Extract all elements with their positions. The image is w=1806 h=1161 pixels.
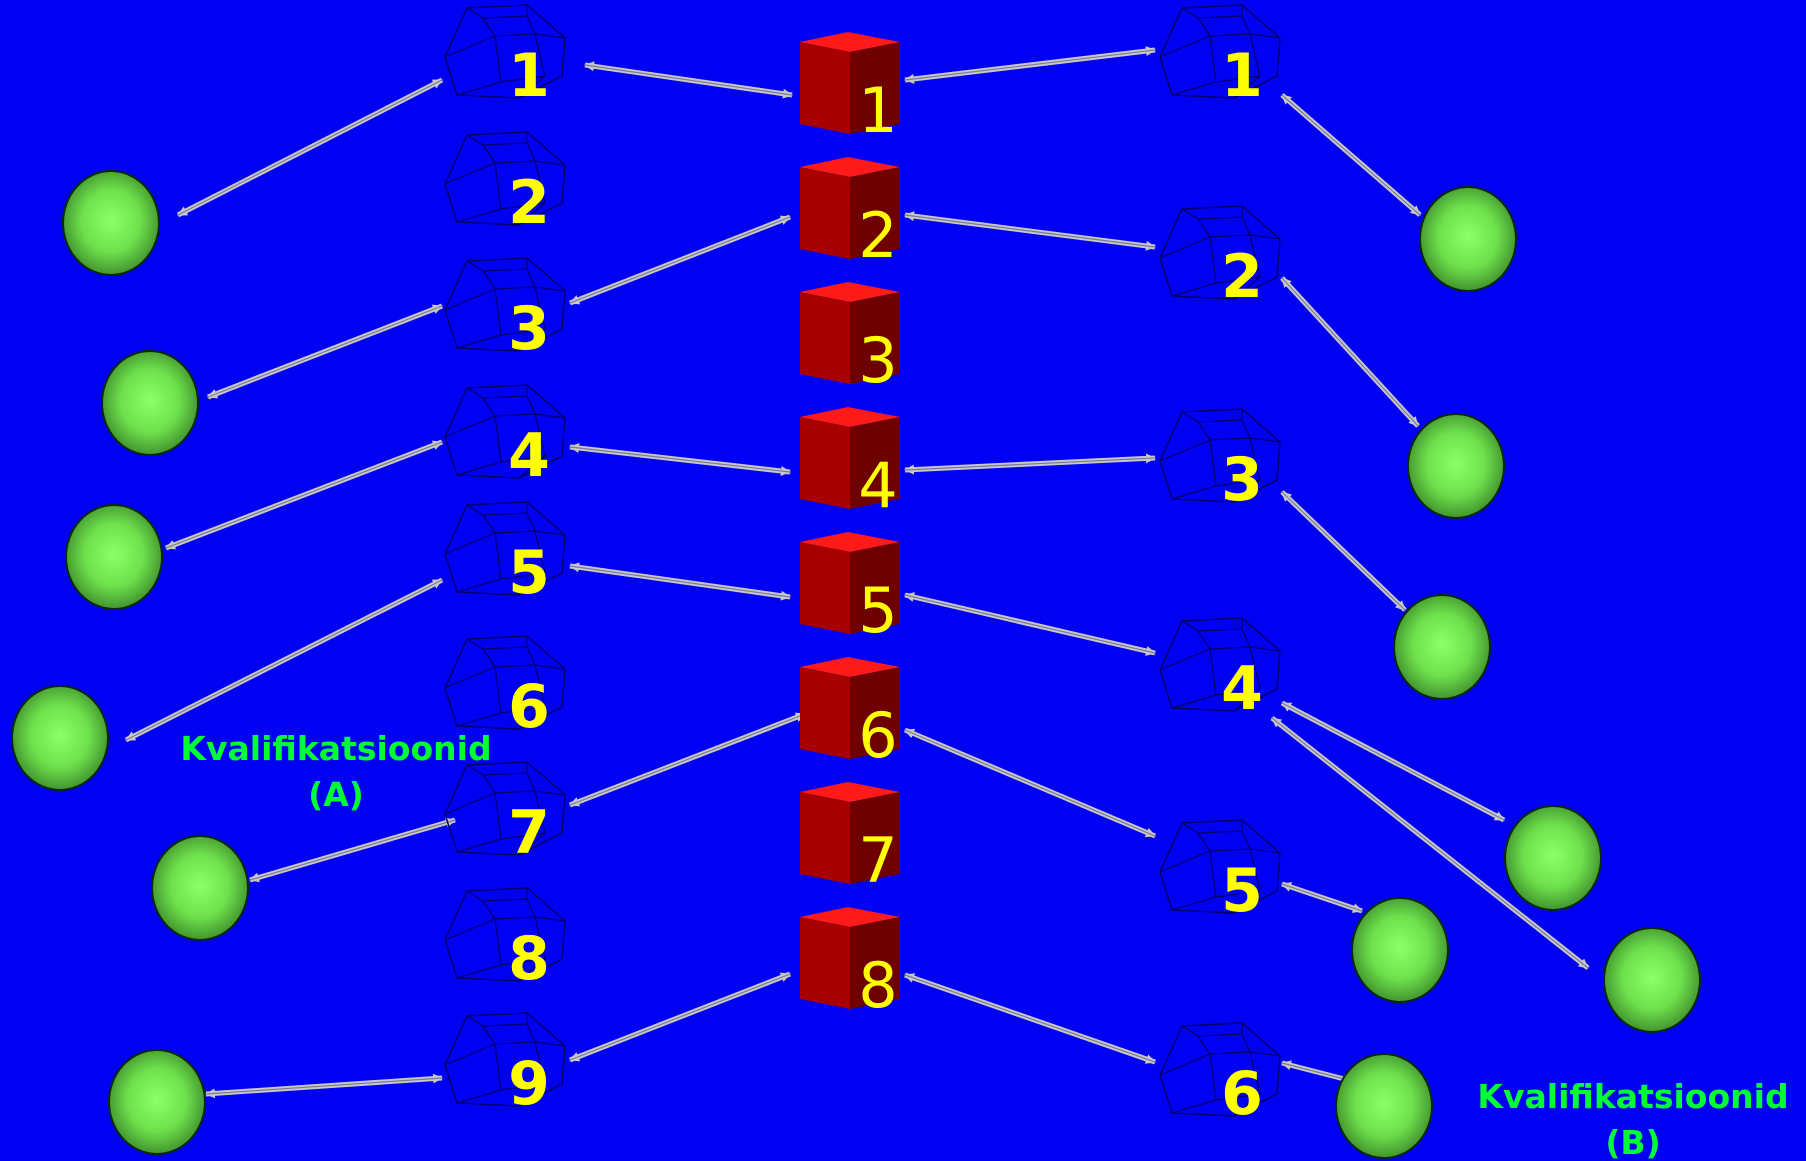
group-b-node-6: 6: [1159, 1022, 1281, 1129]
group-b-node-label: 4: [1221, 654, 1263, 724]
connector-arrow-17: [904, 727, 1156, 839]
connector-arrow-12: [569, 971, 791, 1063]
connector-arrow-24: [1281, 881, 1363, 914]
connector-arrow-7: [584, 61, 793, 99]
group-a-node-6: 6: [444, 635, 566, 742]
group-a-node-label: 9: [508, 1049, 550, 1119]
sphere-8: [1407, 413, 1505, 519]
center-node-5: 5: [800, 532, 900, 647]
sphere-12: [1603, 927, 1701, 1033]
group-b-node-4: 4: [1159, 617, 1281, 724]
center-node-2: 2: [800, 157, 900, 272]
group-a-node-label: 2: [508, 168, 550, 238]
connector-arrow-25: [1281, 1060, 1353, 1084]
group-a-node-1: 1: [444, 4, 566, 111]
group-b-label-line1: Kvalifikatsioonid: [1477, 1077, 1788, 1116]
center-node-label: 3: [858, 324, 897, 397]
group-a-node-5: 5: [444, 501, 566, 608]
group-b-node-label: 2: [1221, 242, 1263, 312]
center-node-8: 8: [800, 907, 900, 1022]
connector-arrow-2: [207, 303, 443, 400]
center-node-label: 5: [858, 574, 897, 647]
center-node-label: 6: [858, 699, 897, 772]
connector-arrows: [124, 46, 1590, 1099]
connector-arrow-3: [165, 439, 443, 551]
connector-arrow-19: [1280, 93, 1422, 217]
center-node-6: 6: [800, 657, 900, 772]
center-node-label: 4: [858, 449, 897, 522]
group-a-node-label: 8: [508, 924, 550, 994]
group-b-node-label: 1: [1221, 41, 1263, 111]
connector-arrow-14: [904, 211, 1156, 251]
center-node-3: 3: [800, 282, 900, 397]
group-a-node-8: 8: [444, 887, 566, 994]
sphere-10: [1504, 805, 1602, 911]
group-b-node-3: 3: [1159, 408, 1281, 515]
connector-arrow-10: [569, 562, 791, 601]
sphere-5: [151, 835, 249, 941]
center-node-4: 4: [800, 407, 900, 522]
center-node-label: 8: [858, 949, 897, 1022]
center-node-label: 7: [858, 824, 897, 897]
connector-arrow-4: [124, 577, 444, 743]
sphere-7: [1419, 186, 1517, 292]
group-b-node-2: 2: [1159, 205, 1281, 312]
sphere-3: [65, 504, 163, 610]
sphere-6: [108, 1049, 206, 1155]
sphere-13: [1335, 1053, 1433, 1159]
connector-arrow-6: [205, 1073, 443, 1099]
center-cubes: 1 2 3 4 5 6 7 8: [800, 32, 900, 1022]
sphere-1: [62, 170, 160, 276]
group-a-label-line1: Kvalifikatsioonid: [180, 729, 491, 768]
center-node-7: 7: [800, 782, 900, 897]
group-a-node-label: 5: [508, 538, 550, 608]
group-b-node-label: 6: [1221, 1059, 1263, 1129]
sphere-9: [1393, 594, 1491, 700]
group-a-node-4: 4: [444, 384, 566, 491]
group-a-node-9: 9: [444, 1012, 566, 1119]
group-a-label-line2: (A): [308, 775, 364, 814]
group-a-node-label: 1: [508, 41, 550, 111]
sphere-2: [101, 350, 199, 456]
connector-arrow-11: [569, 711, 806, 808]
group-a-node-label: 3: [508, 294, 550, 364]
sphere-11: [1351, 897, 1449, 1003]
connector-arrow-5: [249, 817, 456, 883]
connector-arrow-9: [569, 443, 791, 476]
group-b-node-5: 5: [1159, 819, 1281, 926]
group-a-node-2: 2: [444, 131, 566, 238]
group-b-node-label: 3: [1221, 445, 1263, 515]
center-node-1: 1: [800, 32, 900, 147]
group-b-dodecahedra: 1 2 3 4 5 6: [1159, 4, 1281, 1129]
connector-arrow-22: [1280, 700, 1506, 823]
group-a-node-label: 7: [508, 798, 550, 868]
connector-arrow-15: [904, 453, 1156, 475]
connector-arrow-18: [904, 972, 1156, 1065]
spheres-layer: [11, 170, 1701, 1159]
group-b-label-line2: (B): [1605, 1123, 1660, 1161]
connector-arrow-21: [1280, 490, 1407, 612]
center-node-label: 2: [858, 199, 897, 272]
group-a-node-7: 7: [444, 761, 566, 868]
group-a-node-label: 4: [508, 421, 550, 491]
connector-arrow-13: [904, 46, 1156, 84]
group-a-node-label: 6: [508, 672, 550, 742]
connector-arrow-20: [1280, 276, 1420, 428]
connector-arrow-23: [1270, 716, 1590, 970]
center-node-label: 1: [858, 74, 897, 147]
group-b-node-label: 5: [1221, 856, 1263, 926]
group-a-node-3: 3: [444, 257, 566, 364]
connector-arrow-1: [176, 77, 444, 218]
group-a-dodecahedra: 1 2 3 4 5 6 7 8 9: [444, 4, 566, 1119]
connector-arrow-8: [569, 214, 791, 306]
group-b-node-1: 1: [1159, 4, 1281, 111]
connector-arrow-16: [904, 592, 1156, 656]
sphere-4: [11, 685, 109, 791]
